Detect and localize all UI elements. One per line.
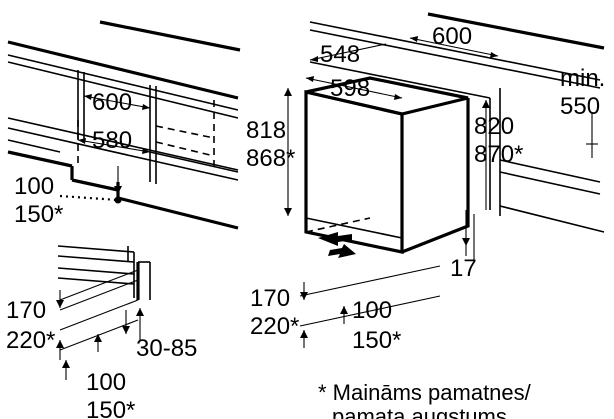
footnote-line1: * Maināms pamatnes/ (318, 380, 532, 405)
dim-580-label: 580 (92, 127, 132, 154)
dim-818-label: 818 (246, 117, 286, 144)
dim-right-220-label: 220* (250, 313, 299, 340)
dim-vent-100-label: 100 (86, 369, 126, 396)
dim-820 (482, 100, 490, 210)
recess-walls (77, 70, 215, 184)
dim-min-value: 550 (560, 93, 600, 120)
dim-868-label: 868* (246, 145, 295, 172)
dim-plinth-220-label: 220* (6, 327, 55, 354)
dim-600-right-label: 600 (432, 23, 472, 50)
dim-548-label: 548 (320, 41, 360, 68)
dim-right-170-label: 170 (250, 285, 290, 312)
dim-600-right (409, 36, 499, 58)
dim-818 (284, 88, 292, 216)
countertop-right (99, 12, 605, 233)
dim-right-150-label: 150* (352, 327, 401, 354)
dim-600-label: 600 (92, 89, 132, 116)
dim-600-left (83, 94, 151, 110)
dim-right-100-label: 100 (352, 297, 392, 324)
dim-vent-150-label: 150* (86, 397, 135, 419)
dim-min-550 (586, 112, 598, 158)
dim-17 (462, 210, 475, 260)
dim-100-label: 100 (14, 173, 54, 200)
dim-plinth-arrows (56, 290, 144, 360)
dim-150-label: 150* (14, 201, 63, 228)
dim-17-label: 17 (450, 255, 477, 282)
plinth-vent-arrows (318, 232, 356, 258)
dim-820-label: 820 (474, 113, 514, 140)
countertop-section (7, 40, 239, 230)
dim-recess-height (59, 166, 122, 204)
dim-min-label: min. (560, 65, 605, 92)
dim-plinth-170-label: 170 (6, 297, 46, 324)
right-plinth-dims (299, 265, 441, 348)
appliance-body (304, 76, 470, 254)
dim-870-label: 870* (474, 141, 523, 168)
dim-548 (309, 43, 387, 62)
dim-598 (305, 76, 403, 100)
plinth-section (57, 245, 151, 351)
footnote-line2: pamata augstums (332, 404, 507, 419)
dim-580-left (77, 120, 151, 165)
dim-598-label: 598 (330, 75, 370, 102)
dim-depth-range-label: 30-85 (136, 335, 197, 362)
